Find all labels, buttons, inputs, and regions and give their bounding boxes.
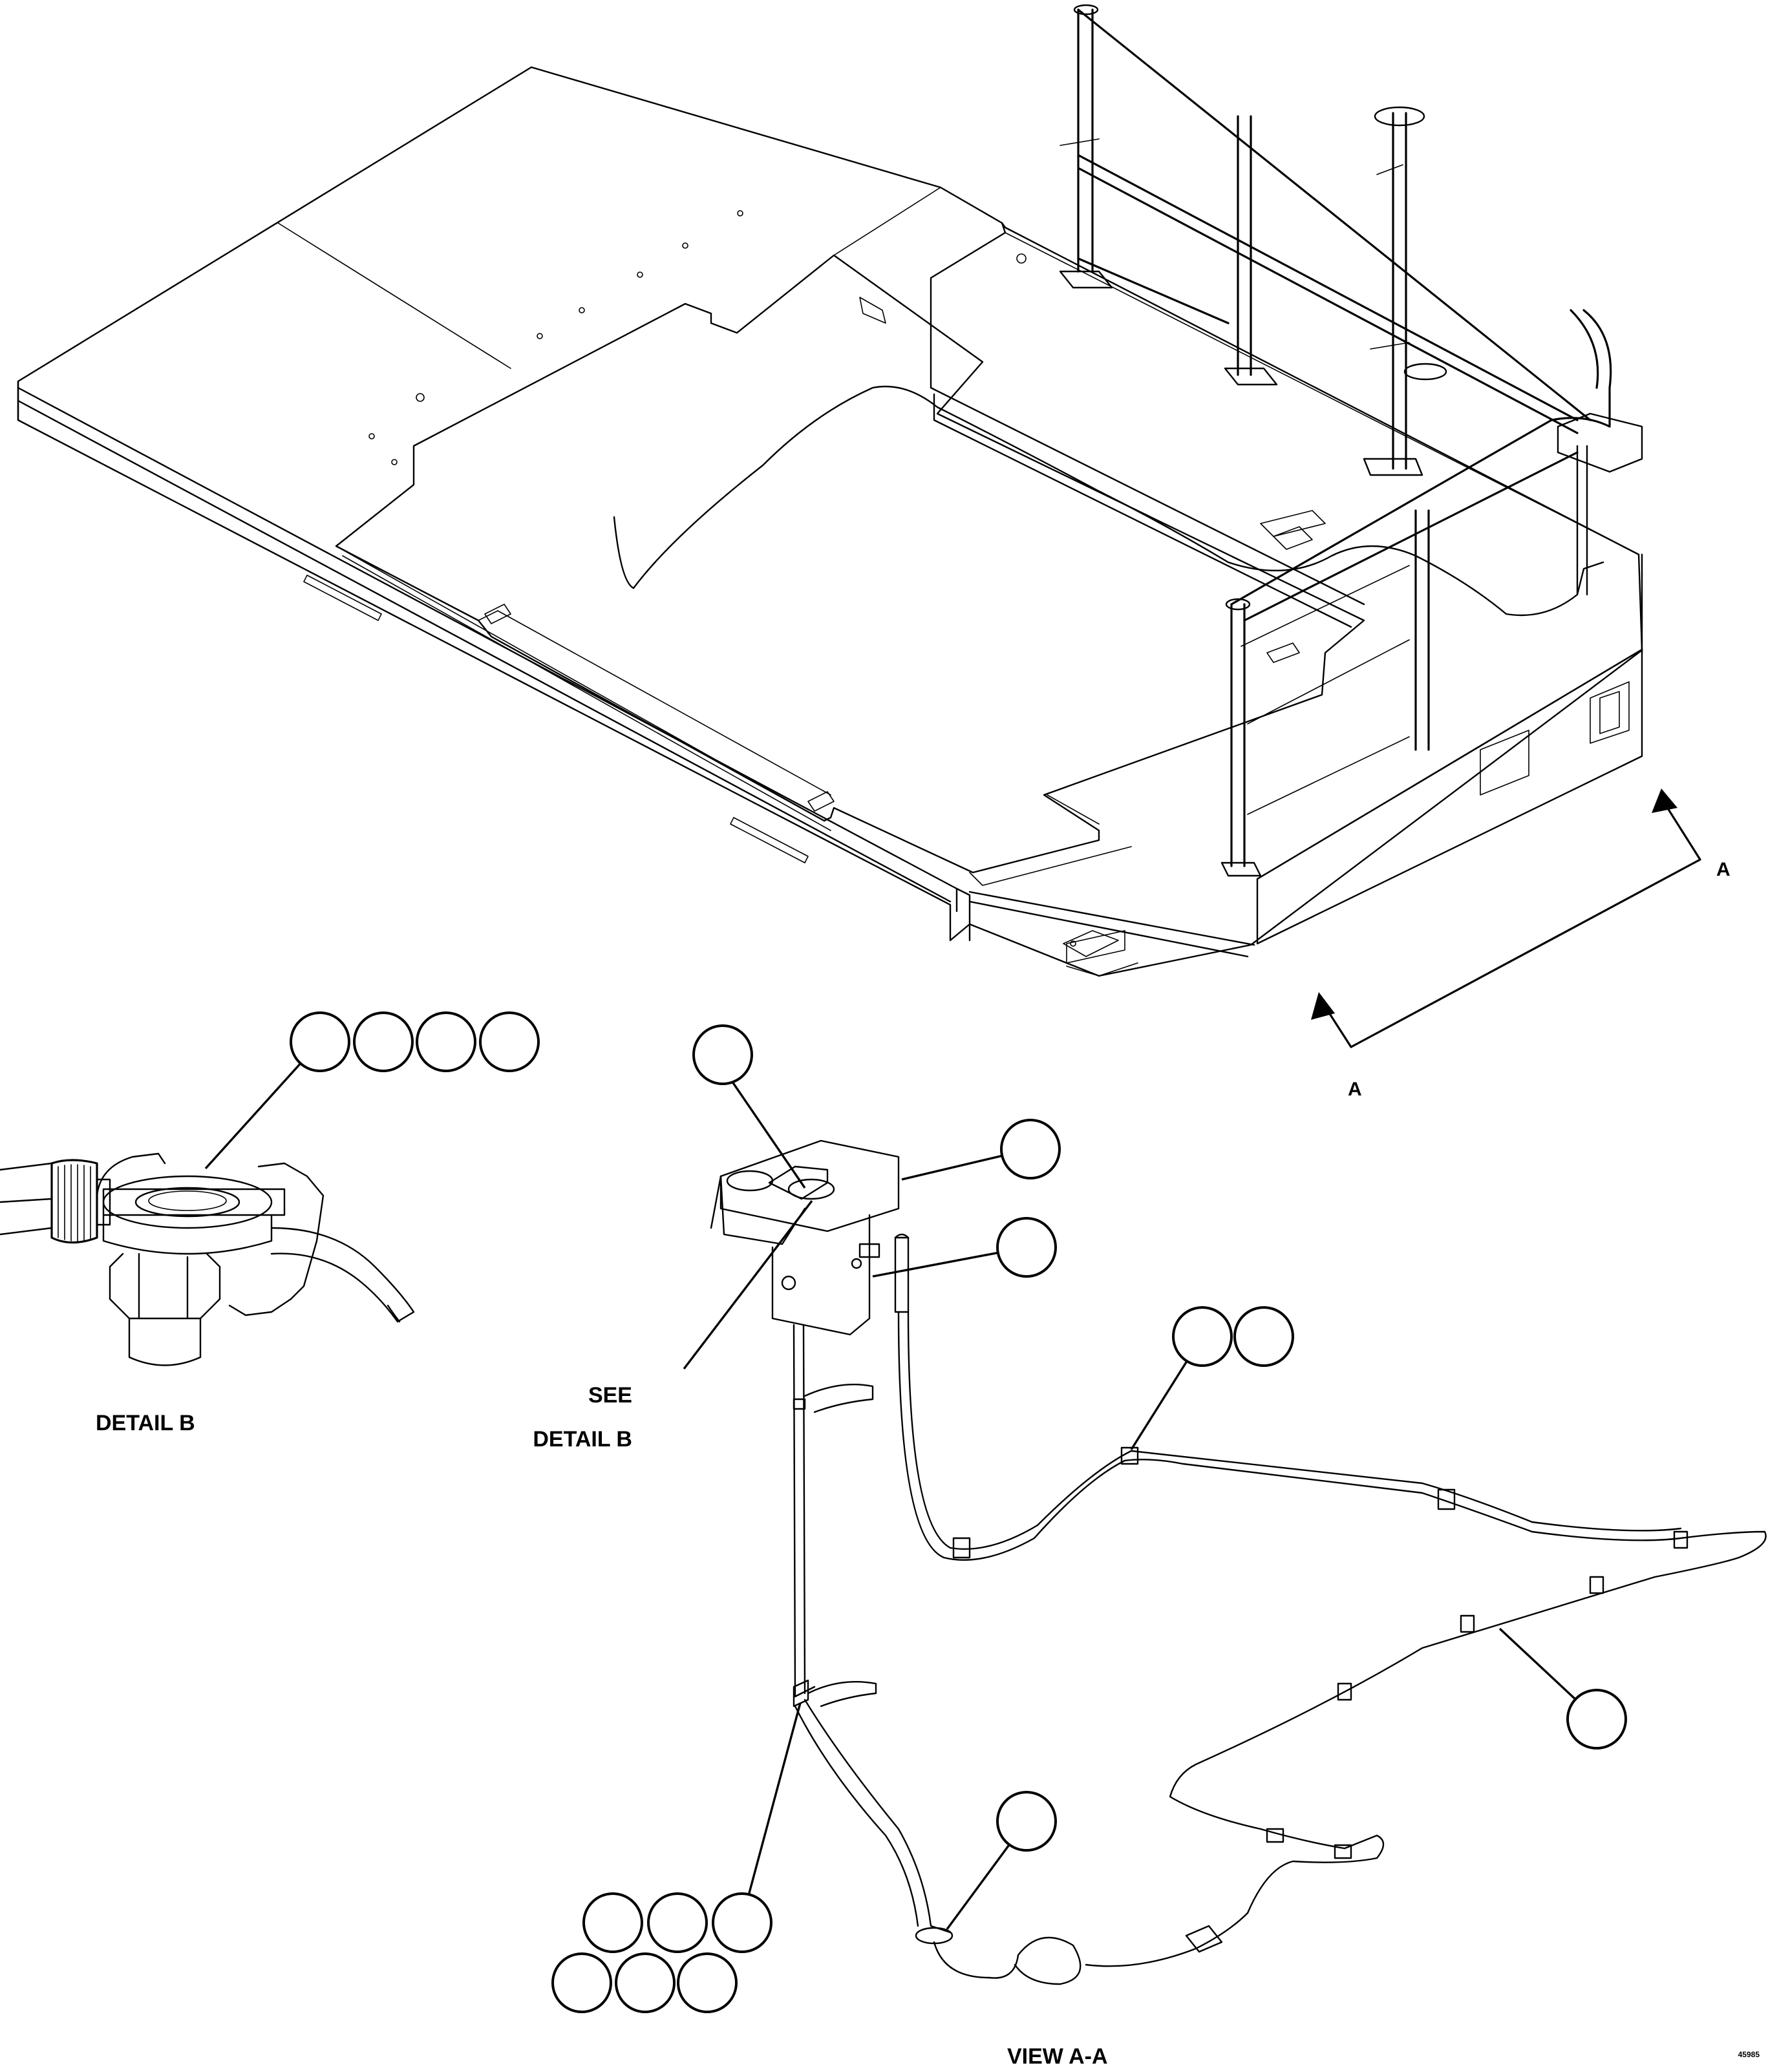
callout-bubble bbox=[582, 1892, 643, 1953]
cutout-brackets bbox=[484, 297, 1313, 812]
callout-bubble bbox=[615, 1952, 676, 2013]
callout-bubble bbox=[353, 1011, 414, 1072]
callout-bubble bbox=[1000, 1119, 1061, 1179]
view-marker-a-upper: A bbox=[1716, 859, 1731, 880]
see-detail-b-label: DETAIL B bbox=[533, 1427, 632, 1452]
platform-harness bbox=[613, 385, 1643, 617]
callout-bubble bbox=[677, 1952, 738, 2013]
detail-b-illustration bbox=[0, 1152, 415, 1366]
callout-bubble bbox=[647, 1892, 708, 1953]
callout-bubble bbox=[1233, 1306, 1294, 1367]
callout-bubble bbox=[996, 1217, 1057, 1278]
callout-bubble bbox=[1566, 1689, 1627, 1750]
callout-bubble bbox=[479, 1011, 540, 1072]
callout-bubble bbox=[290, 1011, 350, 1072]
view-marker-a-lower: A bbox=[1348, 1079, 1362, 1100]
view-a-a-illustration bbox=[710, 1139, 1767, 1985]
callout-bubble bbox=[996, 1791, 1057, 1852]
callout-bubble bbox=[551, 1952, 612, 2013]
callout-bubble bbox=[712, 1892, 772, 1953]
callout-bubbles bbox=[204, 1011, 1627, 2013]
callout-bubble bbox=[416, 1011, 476, 1072]
deck-bolt-holes bbox=[368, 210, 1076, 947]
view-a-a-indicator bbox=[1311, 788, 1701, 1048]
view-a-a-caption: VIEW A-A bbox=[1007, 2044, 1108, 2069]
see-label: SEE bbox=[588, 1383, 632, 1408]
figure-number: 45985 bbox=[1738, 2050, 1760, 2059]
platform-assembly: A A bbox=[17, 4, 1731, 1100]
handrail bbox=[1059, 4, 1612, 877]
detail-b-caption: DETAIL B bbox=[96, 1411, 195, 1435]
callout-bubble bbox=[1172, 1306, 1233, 1367]
callout-bubble bbox=[692, 1024, 753, 1085]
